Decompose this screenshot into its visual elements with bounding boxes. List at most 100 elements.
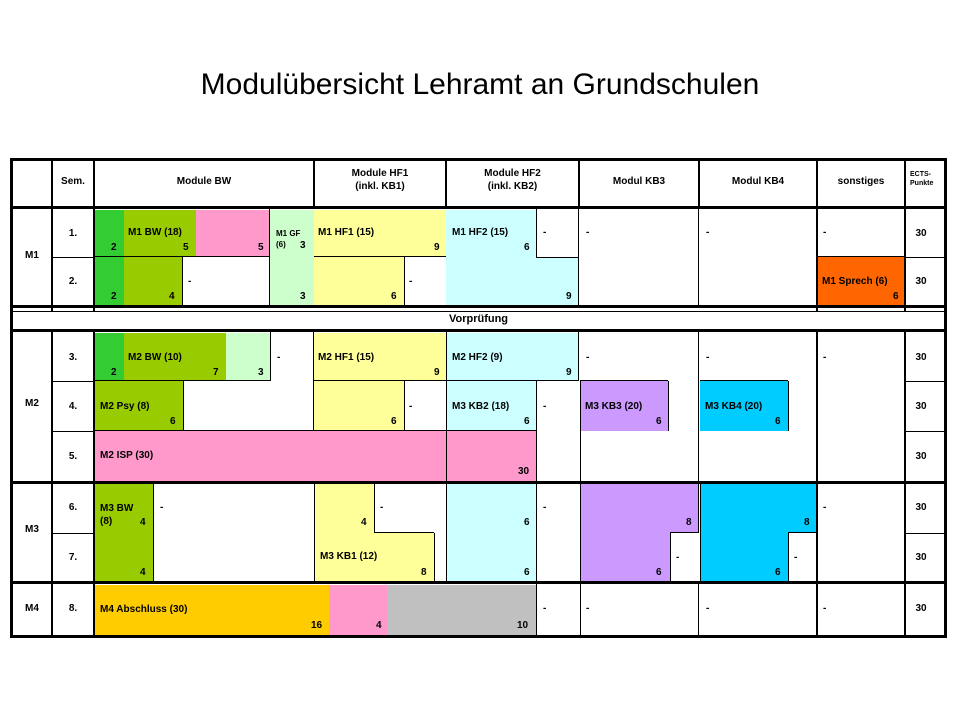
dash: -	[409, 276, 413, 287]
vorpr-line-bottom	[10, 329, 946, 332]
block-m2isp	[95, 431, 536, 481]
edge	[374, 484, 375, 533]
block-kb4-r6	[700, 483, 816, 533]
module-m2isp-label: M2 ISP (30)	[100, 450, 154, 461]
points-value: 8	[421, 567, 427, 578]
dash: -	[543, 603, 547, 614]
edge	[536, 381, 537, 481]
points-value: 4	[376, 620, 382, 631]
module-m3kb3-label: M3 KB3 (20)	[585, 401, 643, 412]
edge	[314, 484, 315, 581]
edge	[668, 381, 669, 431]
col-line-group-b	[51, 330, 53, 636]
edge	[580, 584, 581, 635]
edge	[580, 381, 581, 481]
points-value: 10	[517, 620, 529, 631]
block-hf1-r6	[314, 483, 374, 533]
edge	[536, 257, 578, 258]
dash: -	[706, 603, 710, 614]
edge	[270, 332, 271, 381]
block-m1hf1-r2	[314, 257, 404, 305]
edge	[404, 381, 405, 431]
ects-6: 30	[915, 502, 927, 513]
module-m2hf1-label: M2 HF1 (15)	[318, 352, 375, 363]
points-value: 8	[686, 517, 692, 528]
block-hf2-r6	[446, 483, 536, 533]
dash: -	[706, 352, 710, 363]
dash: -	[188, 276, 192, 287]
block-m3kb3	[580, 381, 668, 431]
header-module-hf1-line1: Module HF1	[351, 168, 409, 179]
points-value: 9	[434, 242, 440, 253]
edge	[700, 380, 788, 381]
points-value: 6	[524, 416, 530, 427]
semester-6: 6.	[68, 502, 78, 513]
block-m1sprech	[818, 257, 904, 305]
block-m1bw-green-1	[95, 210, 124, 257]
col-line-sonst	[816, 158, 818, 311]
block-m1bw-pink	[196, 210, 270, 257]
ects-7: 30	[915, 552, 927, 563]
module-m1bw-label: M1 BW (18)	[128, 227, 182, 238]
block-kb3-r6	[580, 483, 698, 533]
edge	[580, 380, 668, 381]
points-value: 4	[140, 567, 146, 578]
edge	[580, 484, 581, 581]
points-value: 2	[111, 242, 117, 253]
col-line-ects-b	[904, 330, 906, 636]
module-m3kb2-label: M3 KB2 (18)	[452, 401, 510, 412]
row-line-1-2	[52, 257, 94, 258]
edge	[95, 380, 270, 381]
edge	[788, 381, 789, 431]
edge	[183, 381, 184, 431]
block-m4-pink	[329, 585, 387, 635]
points-value: 8	[804, 517, 810, 528]
dash: -	[706, 227, 710, 238]
points-value: 9	[566, 367, 572, 378]
edge	[182, 257, 183, 305]
col-line-group	[51, 158, 53, 311]
semester-3: 3.	[68, 352, 78, 363]
module-m2bw-label: M2 BW (10)	[128, 352, 182, 363]
points-value: 6	[391, 416, 397, 427]
col-line-hf2	[445, 158, 447, 208]
points-value: 7	[213, 367, 219, 378]
block-m3bw-r6	[95, 483, 153, 533]
header-module-hf2-line2: (inkl. KB2)	[487, 181, 538, 192]
dash: -	[160, 502, 164, 513]
points-value: 6	[893, 291, 899, 302]
block-m3bw-r7	[95, 533, 153, 581]
edge	[670, 533, 671, 581]
header-module-hf1-line2: (inkl. KB1)	[355, 181, 405, 192]
border-left	[10, 158, 13, 638]
edge	[698, 209, 699, 305]
semester-1: 1.	[68, 228, 78, 239]
edge	[446, 484, 447, 581]
row-line-6-7	[52, 533, 94, 534]
header-sonstiges: sonstiges	[837, 176, 885, 187]
ects-3: 30	[915, 352, 927, 363]
dash: -	[586, 352, 590, 363]
block-m1bw-r2-green-2	[124, 257, 182, 305]
block-m1gf	[270, 210, 314, 257]
edge	[269, 209, 270, 305]
ects-8: 30	[915, 603, 927, 614]
dash: -	[543, 227, 547, 238]
points-value: 5	[183, 242, 189, 253]
header-sem: Sem.	[61, 176, 85, 187]
group-label-m4: M4	[25, 603, 39, 614]
edge	[700, 484, 701, 581]
points-value: 6	[775, 416, 781, 427]
block-m2hf1-r3	[314, 333, 446, 381]
points-value: 9	[434, 367, 440, 378]
edge	[446, 332, 447, 481]
edge	[536, 484, 537, 581]
points-value: 3	[258, 367, 264, 378]
points-value: 6	[656, 567, 662, 578]
points-value: 4	[361, 517, 367, 528]
ects-1: 30	[915, 228, 927, 239]
dash: -	[794, 552, 798, 563]
points-value: 3	[300, 291, 306, 302]
block-m2bw-green-1	[95, 333, 124, 381]
block-m2hf2-r3	[446, 333, 578, 381]
